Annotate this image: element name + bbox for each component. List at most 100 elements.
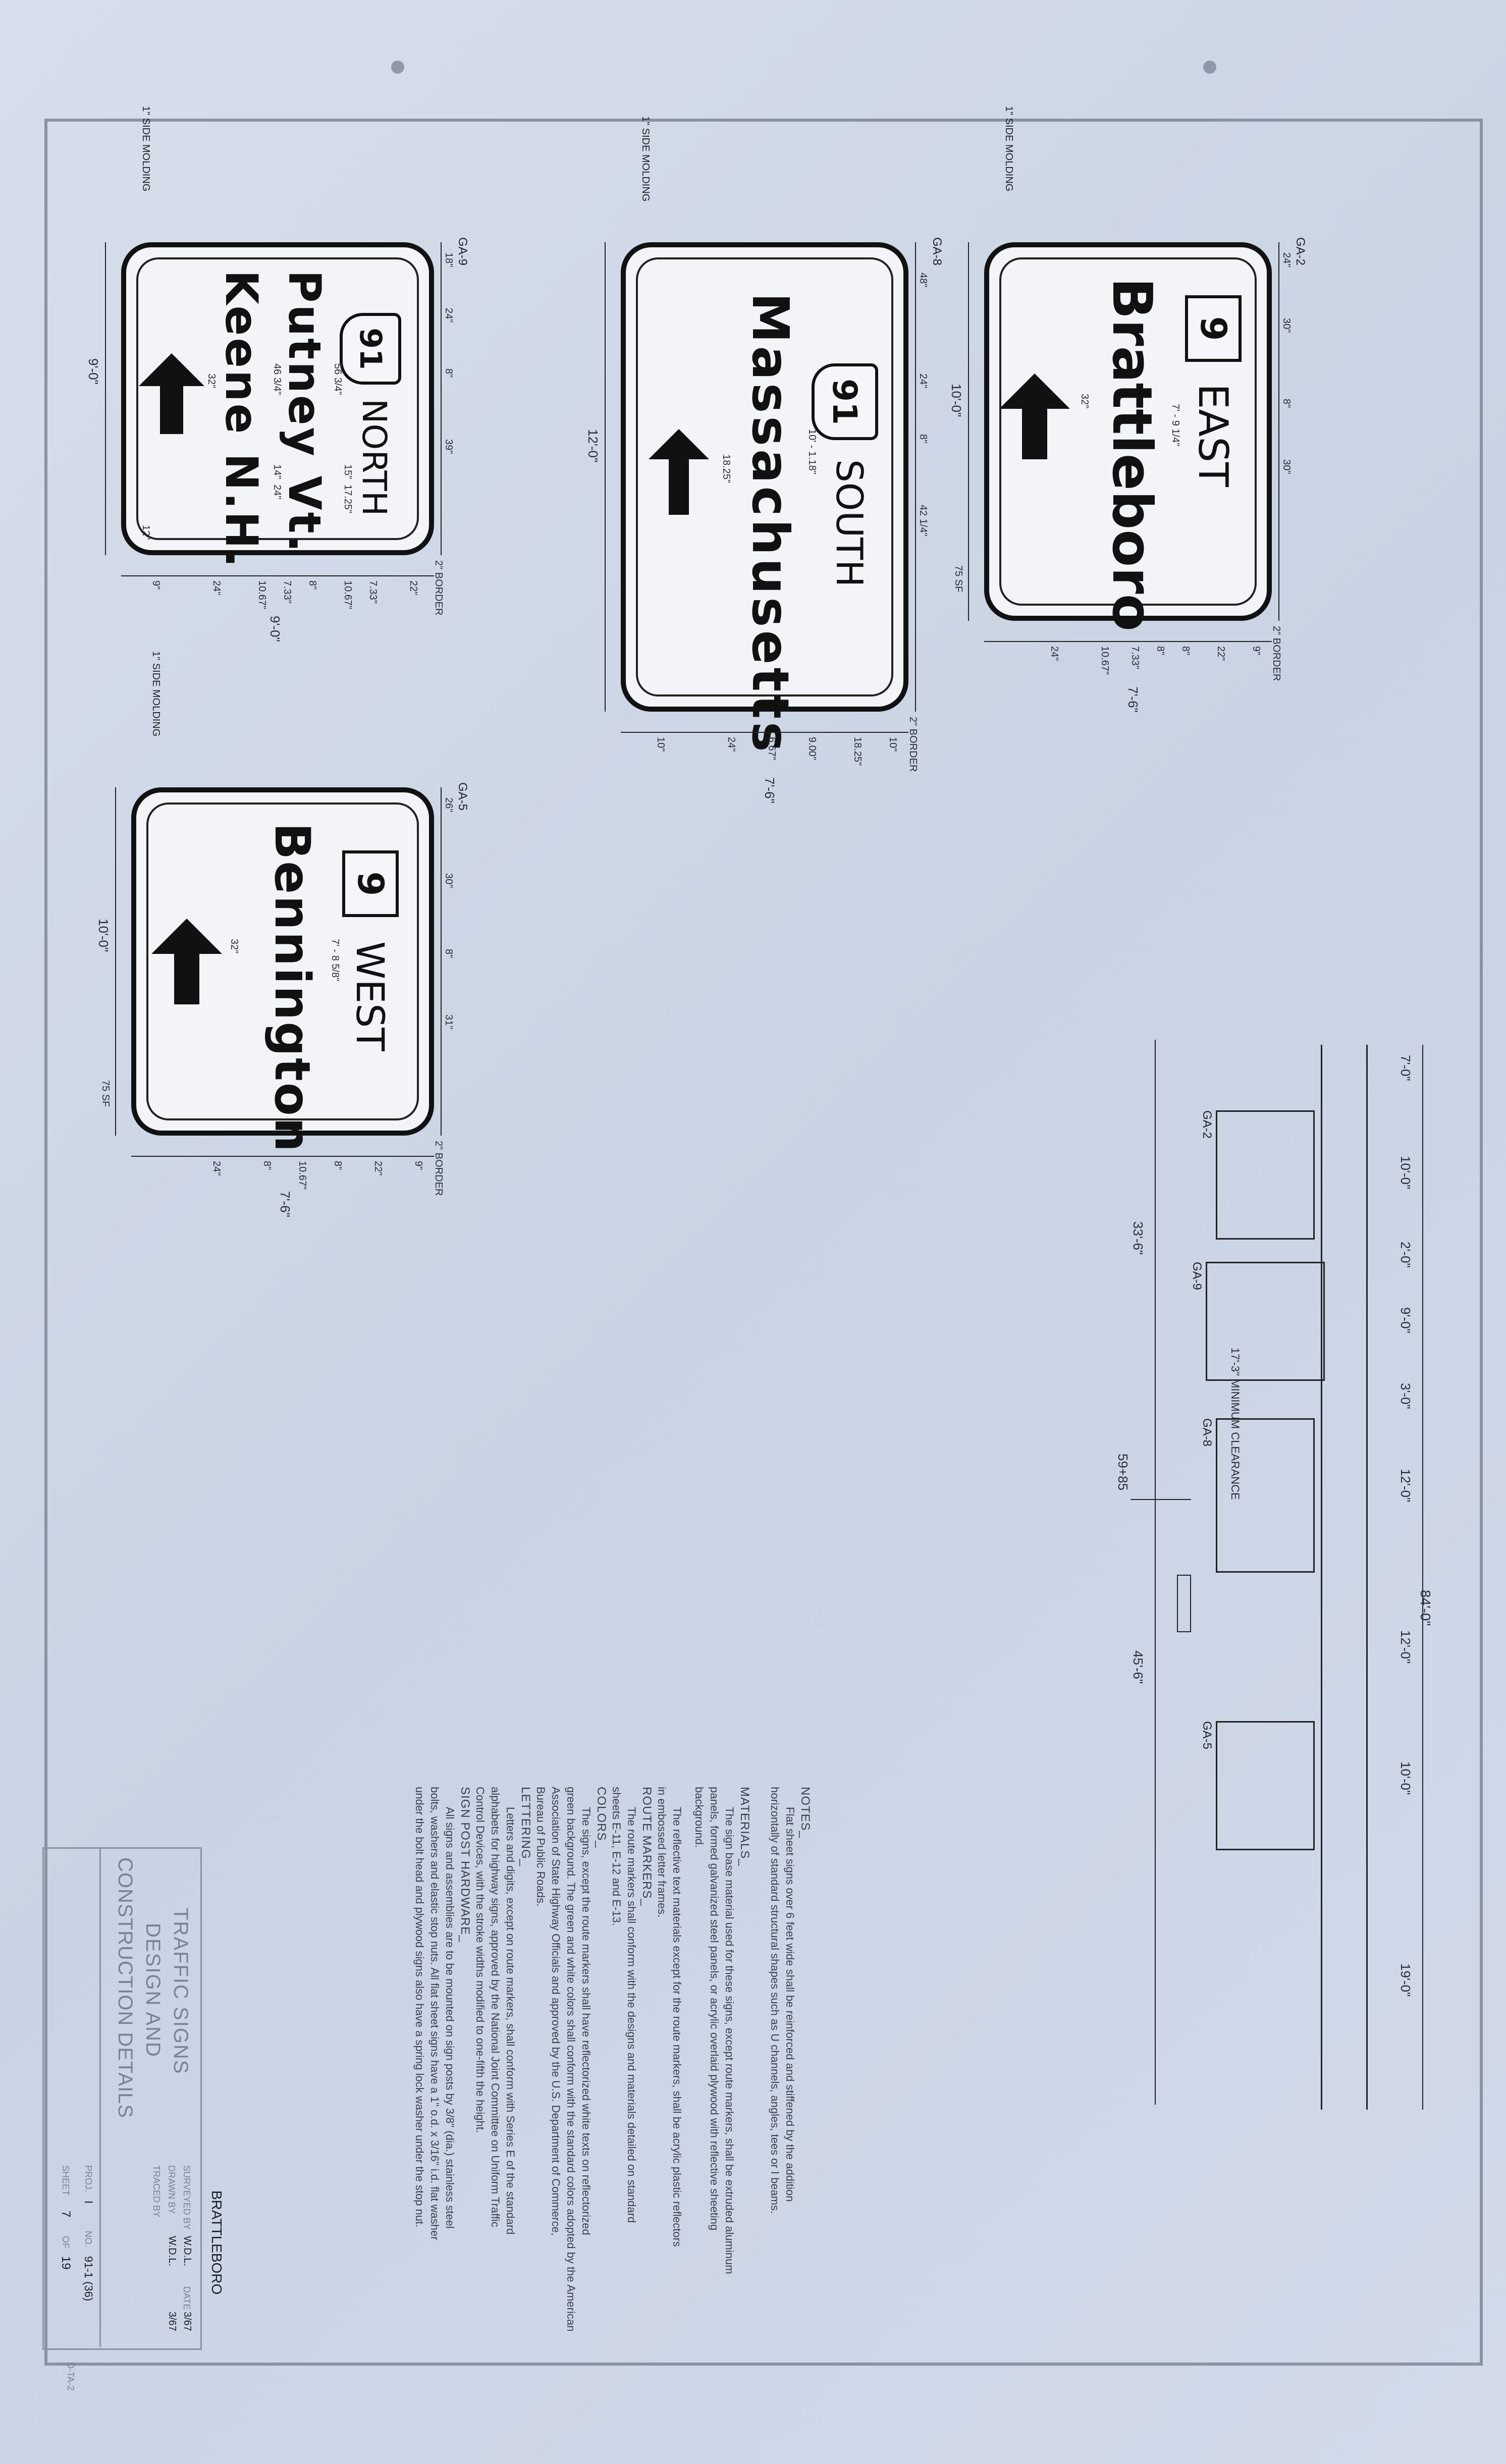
dim: 24" [726,737,737,752]
elev-dim: 10'-0" [1398,1761,1413,1795]
dim: 7' - 8 5/8" [330,939,341,982]
town-name: BRATTLEBORO [209,2190,225,2295]
elev-dim: 9'-0" [1398,1307,1413,1333]
dim: 8" [332,1161,343,1170]
side-molding-label: 1" SIDE MOLDING [640,116,651,202]
punch-hole [391,61,404,74]
sign-id: GA-8 [930,237,944,266]
dim: 7'-6" [278,1191,293,1217]
dim: 9" [1251,646,1262,656]
traced-label: TRACED BY [151,2165,162,2218]
dim: 46 3/4" [272,363,283,395]
note-line: The signs, except the route markers shal… [580,1807,593,2235]
elev-station: 59+85 [1115,1454,1131,1491]
dim: 12'-0" [585,429,601,463]
dim: 9'-0" [86,358,101,385]
note-line: Control Devices, with the stroke widths … [474,1787,487,2133]
lettering-heading: LETTERING_ [519,1787,532,1867]
dim: 30" [443,873,454,888]
elev-dim: 19'-0" [1398,1963,1413,1997]
elev-label: GA-2 [1200,1110,1214,1139]
note-line: under the bolt head and plywood signs al… [413,1787,426,2228]
note-line: Bureau of Public Roads. [534,1787,547,1907]
dim: 10.67" [297,1161,308,1190]
surveyed-by: W.D.L. [182,2236,193,2267]
arrow-icon [999,373,1070,459]
arrow-icon [139,353,204,434]
sheet-value: 7 [59,2211,73,2218]
dim: 24" [918,373,929,389]
dim: 30" [1281,459,1292,474]
note-line: The sign base material used for these si… [723,1807,736,2274]
dim: 24" [443,308,454,323]
dim: 9" [150,580,162,590]
destination-text: Brattleboro [1100,278,1163,631]
destination-text: Bennington [264,823,320,1154]
border-label: 2" BORDER [1271,626,1282,681]
title-line-3: CONSTRUCTION DETAILS [114,1857,136,2119]
dim: 10' - 1.18" [806,429,818,474]
border-label: 2" BORDER [433,560,444,616]
border-label: 2" BORDER [907,717,919,772]
date-value: 3/67 [182,2312,193,2331]
elev-dim: 10'-0" [1398,1156,1413,1190]
dim: 10.67" [256,580,267,610]
dim: 22" [372,1161,384,1176]
proj-label: PROJ. [83,2165,93,2192]
dim: 32" [229,939,240,954]
dim: 6.67" [766,737,777,761]
border-label: 2" BORDER [433,1141,444,1196]
dim: 12" [140,525,151,540]
elev-dim: 2'-0" [1398,1242,1413,1268]
dim: 26" [443,797,454,813]
dim: 8" [918,434,929,444]
destination-text: Massachusetts [741,293,800,755]
dim: 10.67" [342,580,353,610]
dim: 22" [408,580,419,596]
dim: 10.67" [1099,646,1110,675]
elev-clearance: 17'-3" MINIMUM CLEARANCE [1229,1348,1242,1500]
dim: 24" [211,580,222,596]
note-line: sheets E-11, E-12 and E-13. [610,1787,623,1926]
dim: 8" [307,580,318,590]
elev-dim: 12'-0" [1398,1469,1413,1503]
note-line: background. [693,1787,706,1848]
drawn-by: W.D.L. [167,2236,178,2267]
direction-text: WEST [348,941,393,1051]
sign-id: GA-2 [1294,237,1307,266]
note-line: All signs and assemblies are to be mount… [444,1807,456,2229]
notes-heading: NOTES_ [798,1787,812,1839]
date-value-2: 3/67 [167,2312,178,2331]
elev-marker [1177,1575,1191,1632]
dim: 17.25" [342,485,353,514]
dim: 24" [211,1161,222,1176]
note-line: Flat sheet signs over 6 feet wide shall … [784,1807,796,2202]
dim: 32" [206,373,217,389]
punch-hole [1203,61,1216,74]
dim: 8" [1281,399,1292,408]
dim: 10" [655,737,666,752]
destination-line-2: Keene N.H. [216,270,267,570]
note-line: The route markers shall conform with the… [625,1807,638,2223]
elev-sign-ga2 [1216,1110,1315,1240]
dim: 42 1/4" [918,505,929,537]
dim: 7.33" [282,580,293,604]
elev-dim: 7'-0" [1398,1055,1413,1081]
direction-text: NORTH [355,399,394,516]
dim: 10'-0" [96,919,111,952]
dim: 39" [443,439,454,454]
drawn-label: DRAWN BY [167,2165,177,2214]
dim: 75 SF [953,565,964,593]
dim: 7' - 9 1/4" [1170,404,1181,447]
dim: 8" [443,368,454,378]
note-line: horizontally of standard structural shap… [769,1787,781,2214]
dim: 9" [413,1161,424,1170]
dim: 18" [443,252,454,267]
note-line: bolts, washers and elastic stop nuts. Al… [428,1787,441,2240]
elev-label: GA-8 [1200,1418,1214,1447]
note-line: Association of State Highway Officials a… [550,1787,562,2236]
dim: 9.00" [806,737,818,761]
elev-dim: 12'-0" [1398,1630,1413,1664]
dim: 24" [1049,646,1060,661]
dim: 8" [261,1161,273,1170]
